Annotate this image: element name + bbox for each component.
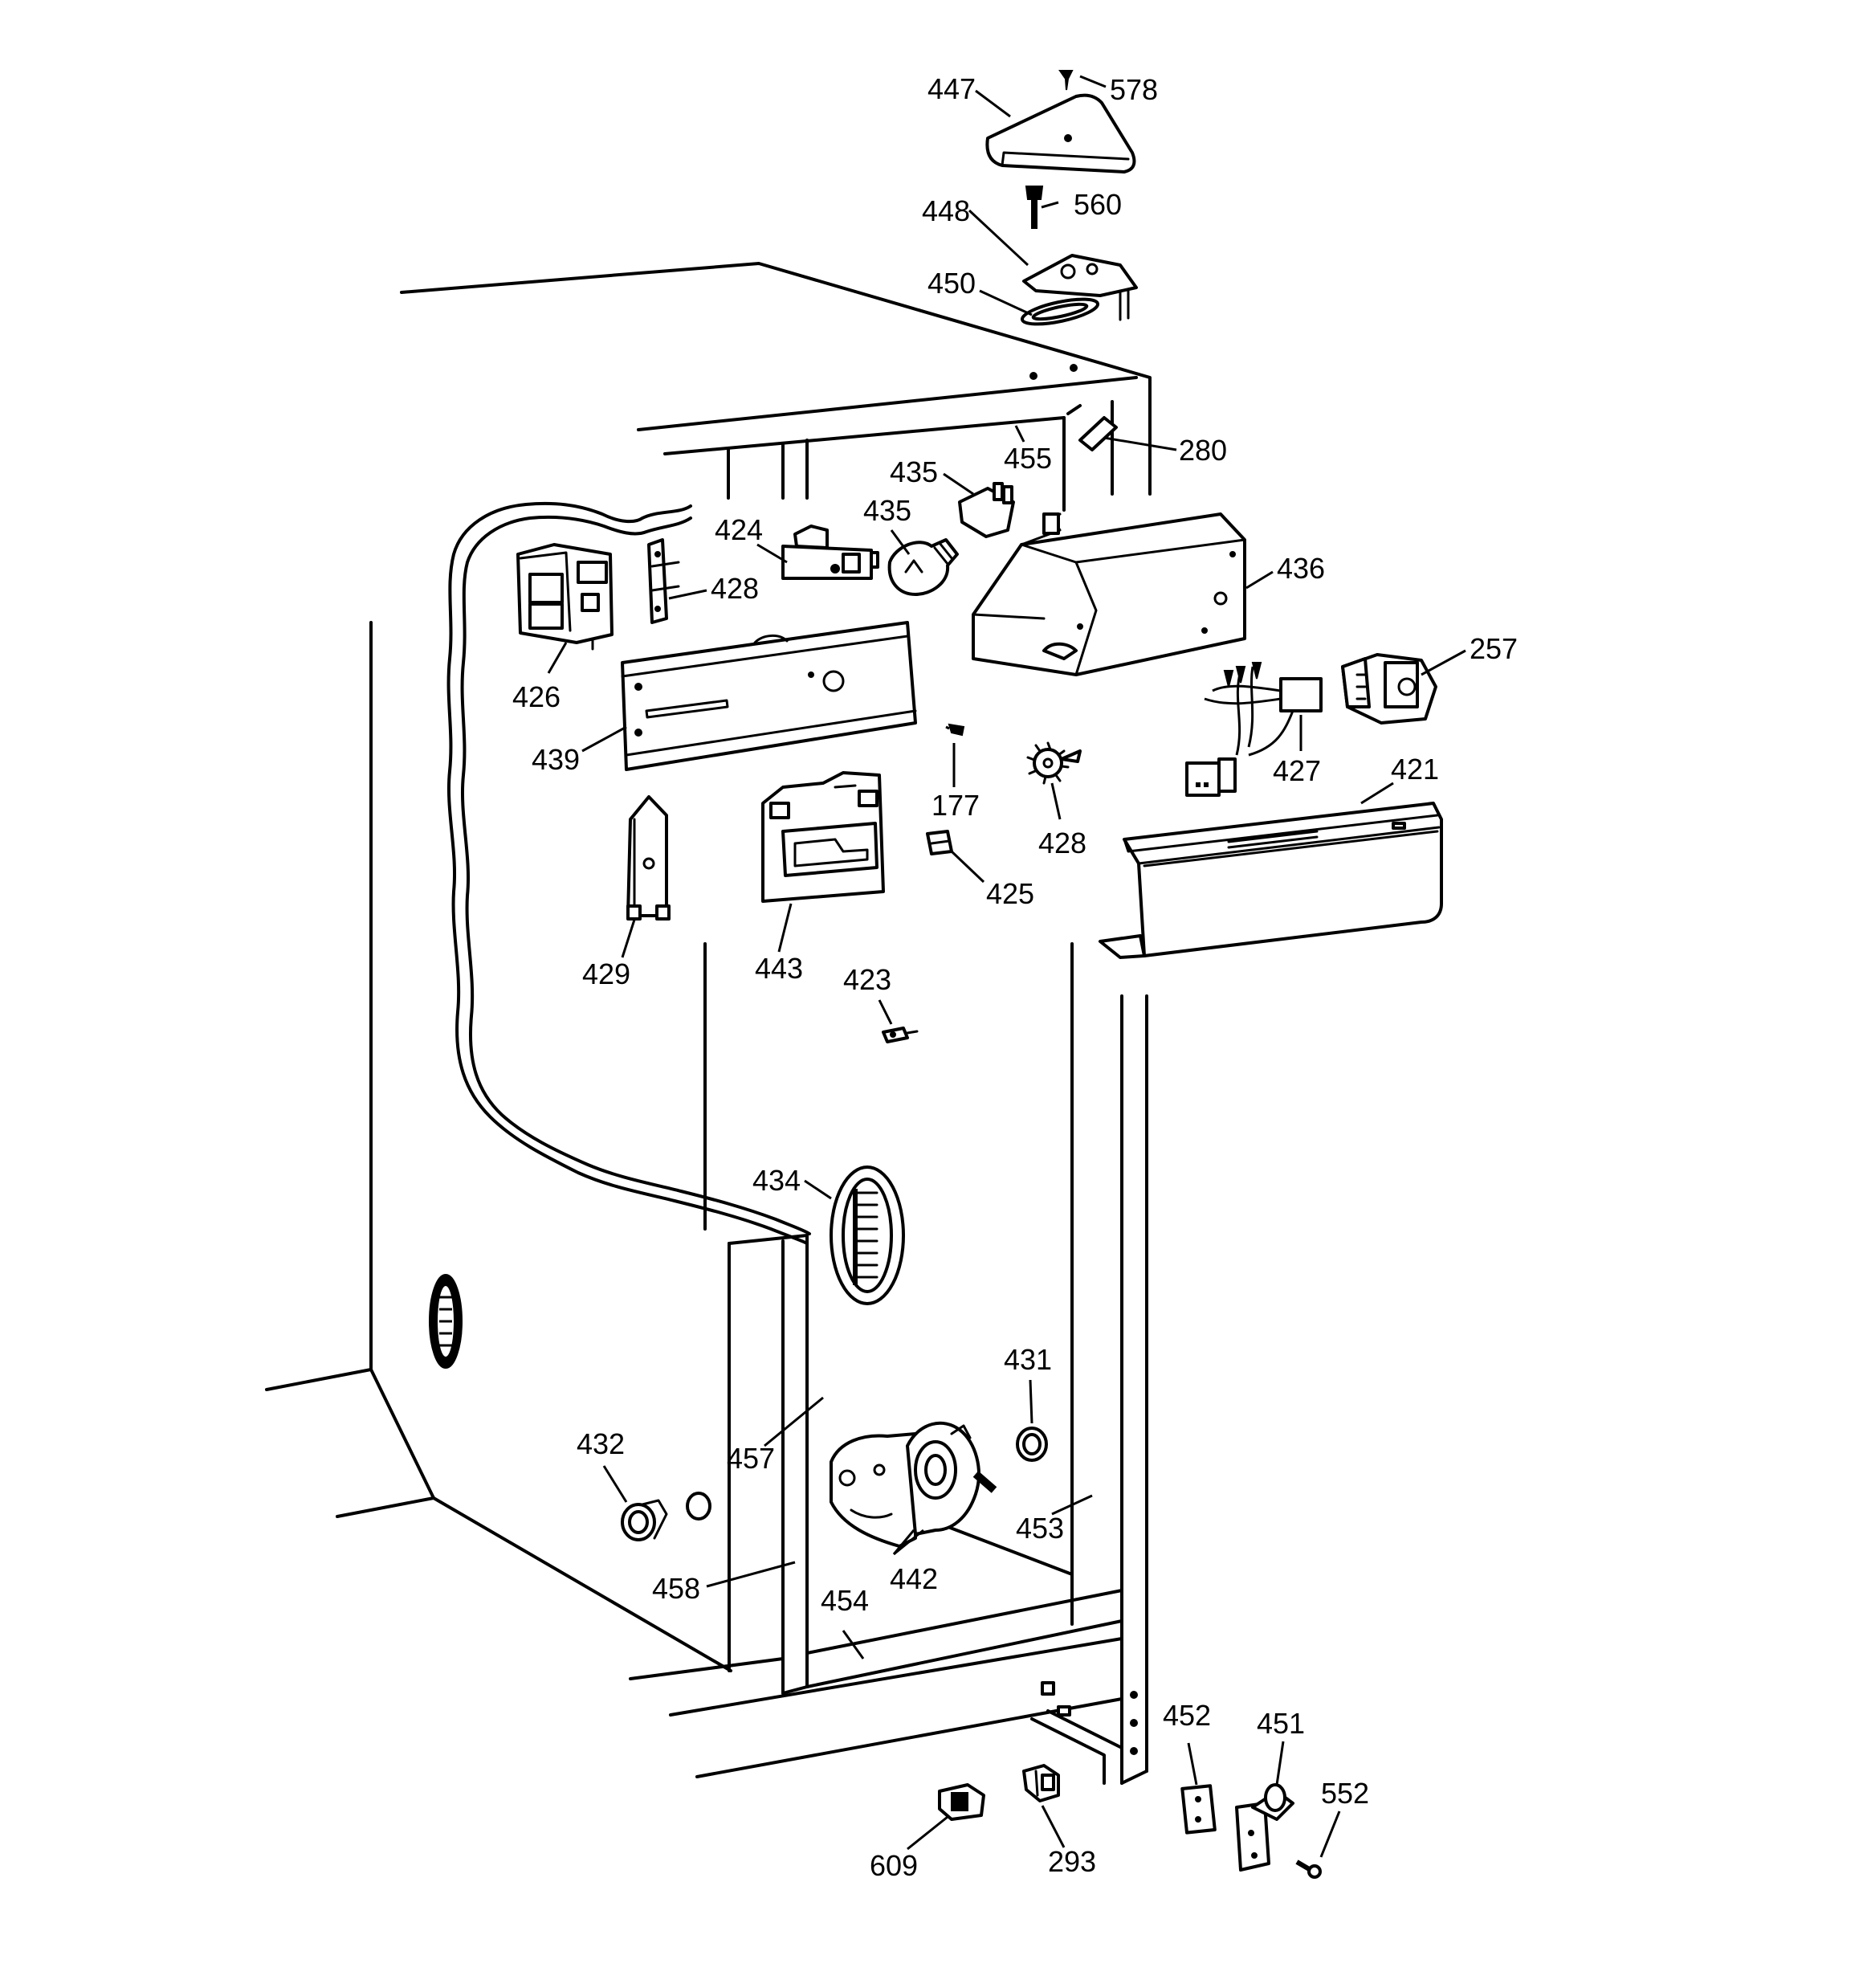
part-424-thermostat <box>781 525 879 580</box>
part-431-grommet <box>1016 1427 1048 1462</box>
part-280-sensor <box>1078 416 1118 451</box>
callout-609: 609 <box>870 1849 918 1882</box>
callout-431: 431 <box>1004 1343 1052 1376</box>
part-257-timer <box>1341 653 1437 725</box>
callout-421: 421 <box>1391 753 1439 786</box>
part-426-light-switch <box>516 543 614 651</box>
callout-428-lower: 428 <box>1038 827 1086 859</box>
part-447-hinge-cover <box>985 93 1136 173</box>
callout-257: 257 <box>1470 632 1518 665</box>
callout-578: 578 <box>1110 73 1158 106</box>
part-451-bottom-hinge <box>1235 1783 1294 1872</box>
part-432-grommet <box>621 1492 711 1541</box>
callout-429: 429 <box>582 957 630 990</box>
callout-426: 426 <box>512 680 561 713</box>
callout-452: 452 <box>1163 1699 1211 1732</box>
part-452-shim <box>1180 1784 1217 1835</box>
callout-442: 442 <box>890 1562 938 1595</box>
part-439-shield <box>621 621 917 771</box>
callout-448: 448 <box>922 194 970 227</box>
callout-453: 453 <box>1016 1512 1064 1545</box>
callout-458: 458 <box>652 1572 700 1605</box>
callout-450: 450 <box>927 267 976 300</box>
part-560-hinge-pin <box>1025 186 1044 229</box>
part-423-bumper <box>882 1027 919 1043</box>
callout-434: 434 <box>752 1164 801 1197</box>
part-427-wiring-harness <box>1185 662 1323 797</box>
callout-443: 443 <box>755 952 803 985</box>
part-293-clip <box>1022 1764 1060 1802</box>
part-442-damper-assembly <box>830 1421 997 1548</box>
part-450-shim <box>1020 297 1100 326</box>
part-443-bracket <box>761 771 885 903</box>
callout-424: 424 <box>715 513 763 546</box>
callout-454: 454 <box>821 1584 869 1617</box>
refrigerator-cabinet <box>265 262 1152 1785</box>
callout-451: 451 <box>1257 1707 1305 1740</box>
callout-293: 293 <box>1048 1845 1096 1878</box>
callout-455: 455 <box>1004 442 1052 475</box>
callout-439: 439 <box>532 743 580 776</box>
part-436-control-housing <box>972 512 1246 676</box>
part-435-bulb <box>887 538 959 596</box>
callout-428-upper: 428 <box>711 572 759 605</box>
callout-447: 447 <box>927 72 976 105</box>
part-177-screw <box>945 723 965 737</box>
callout-436: 436 <box>1277 552 1325 585</box>
part-421-louver-cover <box>1099 802 1443 959</box>
part-578-screw <box>1058 70 1074 91</box>
callout-labels: 447 578 448 560 450 455 280 435 435 424 … <box>512 72 1518 1882</box>
callout-423: 423 <box>843 963 891 996</box>
callout-560: 560 <box>1074 188 1122 221</box>
part-435-socket <box>958 482 1015 538</box>
part-425-plug <box>926 830 953 855</box>
callout-280: 280 <box>1179 434 1227 467</box>
callout-177: 177 <box>932 789 980 822</box>
part-428-gear <box>1026 741 1082 785</box>
callout-435-bulb: 435 <box>863 494 911 527</box>
callout-552: 552 <box>1321 1777 1369 1810</box>
part-448-top-hinge <box>1022 254 1138 321</box>
part-609-switch <box>938 1783 985 1821</box>
callout-427: 427 <box>1273 754 1321 787</box>
part-552-screw <box>1295 1859 1322 1879</box>
leader-lines <box>547 75 1466 1858</box>
callout-457: 457 <box>727 1442 775 1475</box>
part-429-bracket <box>626 795 671 921</box>
callout-425: 425 <box>986 877 1034 910</box>
part-434-vent-grille <box>830 1165 905 1305</box>
part-428-bracket <box>647 538 680 624</box>
callout-432: 432 <box>577 1427 625 1460</box>
callout-435-socket: 435 <box>890 455 938 488</box>
